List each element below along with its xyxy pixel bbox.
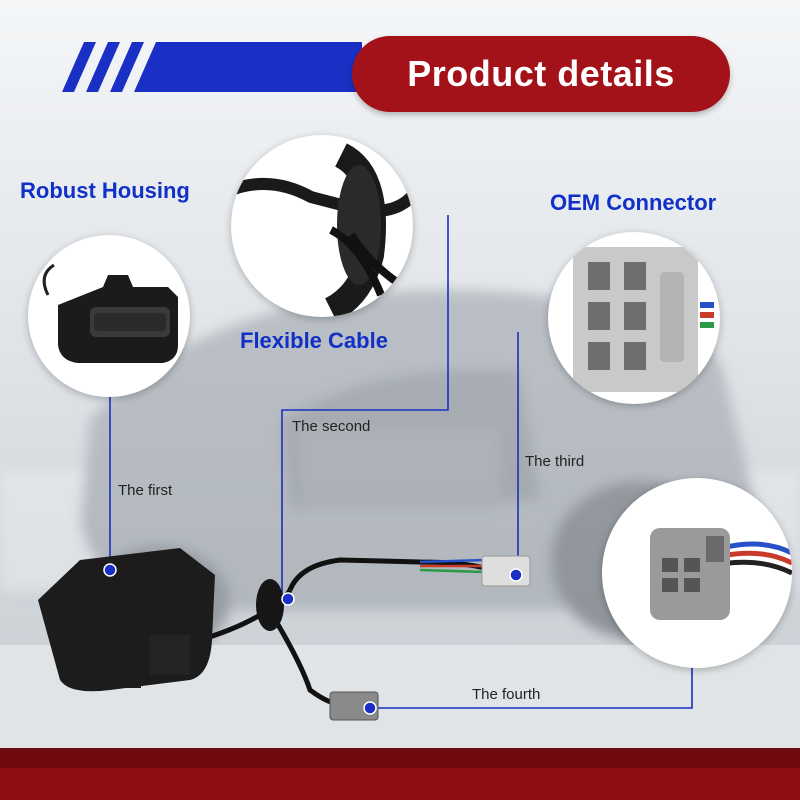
callout-second: The second (292, 418, 371, 435)
callout-fourth: The fourth (472, 686, 541, 703)
detail-circle-plug (602, 478, 792, 668)
bottom-bar (0, 748, 800, 800)
page-title: Product details (352, 36, 730, 112)
diagonal-stripes-decoration (62, 42, 362, 92)
callout-first: The first (118, 482, 173, 499)
detail-circle-housing (28, 235, 190, 397)
detail-circle-cable (231, 135, 413, 317)
callout-third: The third (525, 453, 585, 470)
detail-circle-connector (548, 232, 720, 404)
feature-label-connector: OEM Connector (550, 190, 717, 215)
feature-label-housing: Robust Housing (20, 178, 190, 203)
